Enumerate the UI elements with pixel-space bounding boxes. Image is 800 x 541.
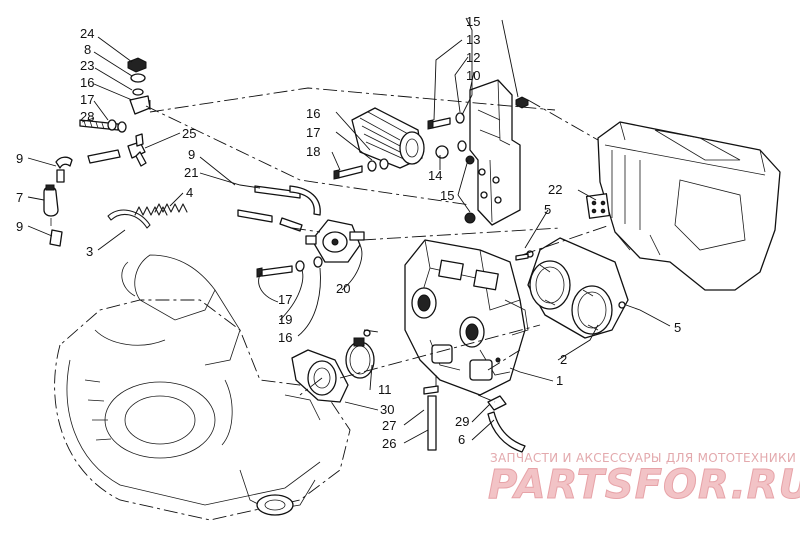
callout-15: 15 xyxy=(440,188,454,203)
finned-filter xyxy=(351,107,425,169)
callout-19: 19 xyxy=(278,312,292,327)
callout-10: 10 xyxy=(466,68,480,83)
callout-25: 25 xyxy=(182,126,196,141)
callout-5: 5 xyxy=(544,202,551,217)
connection-lines xyxy=(145,87,611,403)
carburetor-assembly xyxy=(404,239,529,396)
fasteners xyxy=(256,96,529,453)
callout-16: 16 xyxy=(278,330,292,345)
callout-29: 29 xyxy=(455,414,469,429)
callout-7: 7 xyxy=(16,190,23,205)
callout-9: 9 xyxy=(16,151,23,166)
fuel-valve xyxy=(43,184,59,226)
callout-23: 23 xyxy=(80,58,94,73)
springs xyxy=(107,203,188,229)
watermark-tagline: ЗАПЧАСТИ И АКСЕССУАРЫ ДЛЯ МОТОТЕХНИКИ xyxy=(490,451,796,465)
watermark: ЗАПЧАСТИ И АКСЕССУАРЫ ДЛЯ МОТОТЕХНИКИ PA… xyxy=(488,451,800,509)
callout-13: 13 xyxy=(466,32,480,47)
callout-4: 4 xyxy=(186,185,193,200)
leader-lines xyxy=(27,17,671,444)
callout-14: 14 xyxy=(428,168,442,183)
callout-11: 11 xyxy=(378,382,392,397)
callout-labels: 24 8 23 16 17 28 25 9 7 9 3 4 21 9 16 17… xyxy=(16,14,681,451)
callout-3: 3 xyxy=(86,244,93,259)
callout-28: 28 xyxy=(80,109,94,124)
fuel-pump xyxy=(305,219,365,263)
callout-5: 5 xyxy=(674,320,681,335)
callout-2: 2 xyxy=(560,352,567,367)
callout-16: 16 xyxy=(306,106,320,121)
mounting-bracket xyxy=(469,79,521,226)
callout-16: 16 xyxy=(80,75,94,90)
hose-segments xyxy=(49,149,121,247)
callout-17: 17 xyxy=(80,92,94,107)
callout-22: 22 xyxy=(548,182,562,197)
callout-12: 12 xyxy=(466,50,480,65)
callout-17: 17 xyxy=(278,292,292,307)
fuel-hoses xyxy=(237,185,321,232)
air-box xyxy=(585,121,781,291)
hose-clamp xyxy=(345,329,375,379)
callout-30: 30 xyxy=(380,402,394,417)
callout-18: 18 xyxy=(306,144,320,159)
callout-26: 26 xyxy=(382,436,396,451)
callout-27: 27 xyxy=(382,418,396,433)
callout-6: 6 xyxy=(458,432,465,447)
callout-15: 15 xyxy=(466,14,480,29)
engine-block xyxy=(54,254,351,521)
t-fitting xyxy=(127,133,147,167)
callout-20: 20 xyxy=(336,281,350,296)
intake-boot xyxy=(526,237,629,339)
callout-24: 24 xyxy=(80,26,94,41)
watermark-brand: PARTSFOR.RU xyxy=(488,462,800,508)
callout-1: 1 xyxy=(556,373,563,388)
callout-9: 9 xyxy=(188,147,195,162)
callout-21: 21 xyxy=(184,165,198,180)
callout-17: 17 xyxy=(306,125,320,140)
callout-8: 8 xyxy=(84,42,91,57)
callout-9: 9 xyxy=(16,219,23,234)
